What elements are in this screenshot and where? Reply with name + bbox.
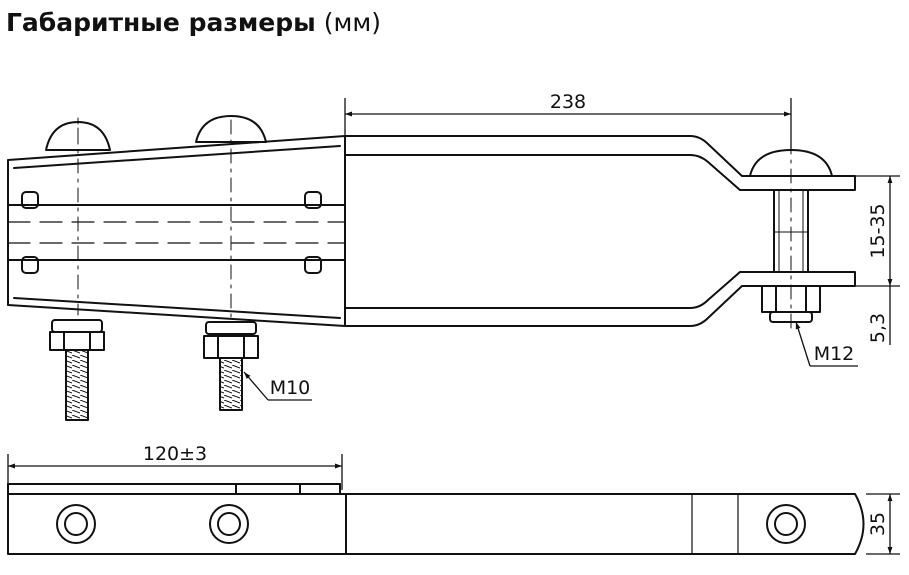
label-m12: M12	[814, 343, 855, 365]
page-title: Габаритные размеры (мм)	[6, 8, 381, 37]
bolt-m12	[749, 139, 833, 331]
dim-label-gap: 15-35	[867, 203, 889, 258]
dim-label-238: 238	[550, 91, 586, 113]
leader-m10	[243, 371, 269, 401]
dim-label-35: 35	[867, 512, 889, 536]
nut-middle	[203, 321, 259, 411]
dim-label-thickness: 5,3	[867, 313, 889, 343]
title-unit: (мм)	[323, 8, 381, 37]
nut-left	[49, 319, 105, 421]
clamp-body	[7, 135, 346, 327]
leader-m12	[795, 321, 811, 367]
title-text: Габаритные размеры	[6, 8, 316, 37]
label-m10: M10	[270, 377, 311, 399]
connector-strap	[344, 135, 856, 327]
dim-label-120: 120±3	[143, 443, 207, 465]
side-view-strip	[7, 483, 865, 555]
